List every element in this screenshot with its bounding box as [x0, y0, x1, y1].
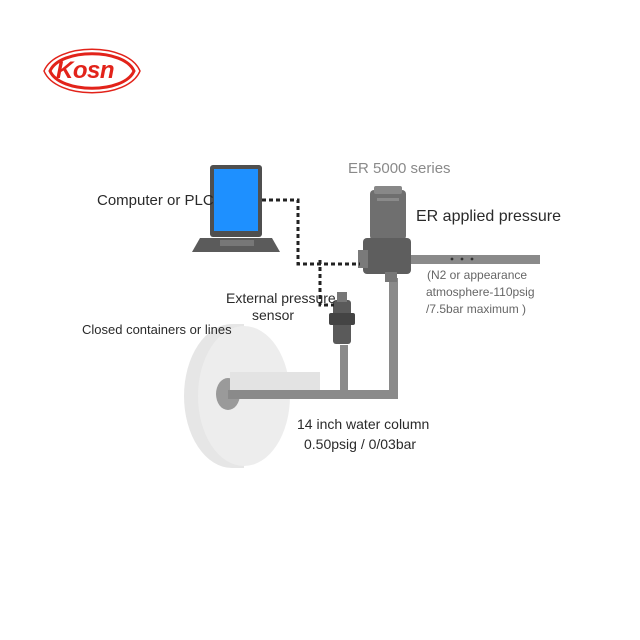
signal-lines: [262, 198, 360, 307]
water-column-label-2: 0.50psig / 0/03bar: [304, 436, 417, 452]
brand-logo: Kosn: [40, 40, 144, 102]
containers-label: Closed containers or lines: [82, 322, 232, 337]
external-sensor-shape: [329, 292, 355, 344]
product-series-label: ER 5000 series: [348, 160, 451, 177]
logo-text: Kosn: [56, 57, 115, 84]
pressure-note-line-2: atmosphere-110psig: [426, 285, 535, 299]
laptop-shape: [192, 165, 280, 252]
external-sensor-label-2: sensor: [252, 307, 295, 323]
sensing-pipe: [228, 278, 398, 399]
pressure-note-line-1: (N2 or appearance: [427, 268, 528, 282]
outlet-pipe: [400, 255, 540, 264]
er5000-regulator: [358, 186, 411, 282]
logo-emblem: [43, 48, 141, 94]
computer-label: Computer or PLC: [97, 192, 214, 209]
external-sensor-label-1: External pressure: [226, 290, 336, 306]
pressure-note-line-3: /7.5bar maximum ): [426, 302, 527, 316]
applied-pressure-label: ER applied pressure: [416, 208, 561, 225]
water-column-label-1: 14 inch water column: [297, 416, 430, 432]
